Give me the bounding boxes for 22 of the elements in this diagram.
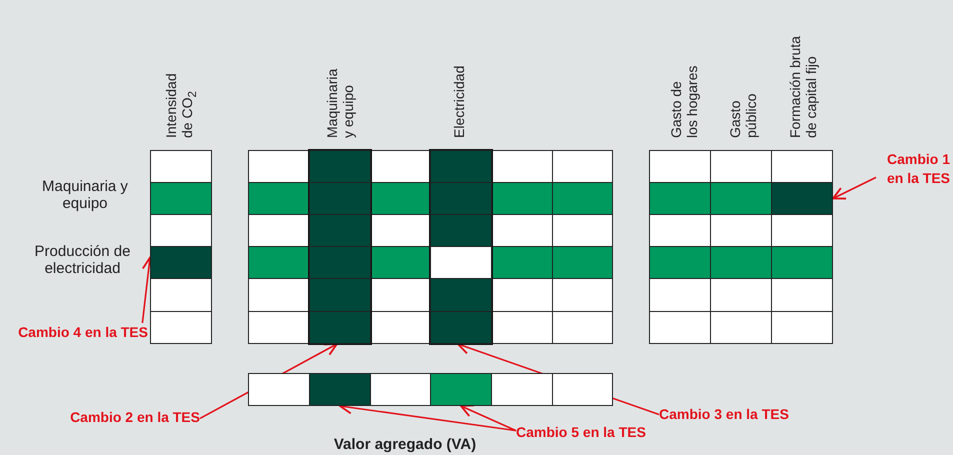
callout-text: Cambio 4 en la TES [8,323,148,342]
callout-arrow [832,176,876,200]
matrix-cell [430,373,492,406]
column-header: Formación bruta de capital fijo [787,35,819,138]
callout-arrow [200,343,338,420]
callout-text: Cambio 5 en la TES [516,423,656,442]
callout-arrow [460,404,516,432]
matrix-column [430,150,492,344]
callout-text: Cambio 2 en la TES [58,408,200,427]
row-label: Maquinaria y equipo [41,178,129,212]
callout-text: Cambio 1 en la TES [876,150,950,188]
column-header: Maquinaria y equipo [324,68,356,138]
axis-caption: Valor agregado (VA) [332,436,478,453]
matrix-cell [309,373,371,406]
matrix-cell [771,182,833,215]
matrix-cell [150,246,212,279]
callout-text: Cambio 3 en la TES [659,405,799,424]
column-header: Electricidad [451,64,467,138]
row-label: Producción de electricidad [34,243,132,277]
column-header: Gasto de los hogares [668,64,700,138]
matrix-column [309,150,371,344]
column-header: Gasto público [727,92,759,138]
